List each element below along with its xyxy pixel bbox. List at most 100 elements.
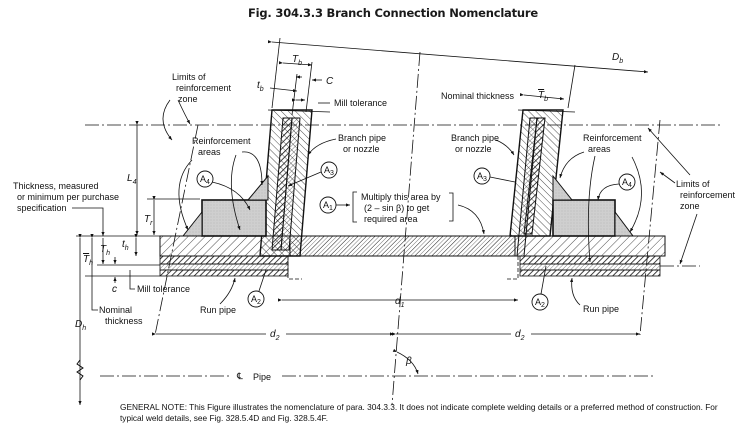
label-branch-left: Branch pipe or nozzle [338,133,389,154]
bracket-right [449,192,454,222]
symbol-d1: d1 [395,296,405,309]
leader-reinf-left-3 [241,151,264,186]
marker-a3-right: A3 [473,167,491,185]
marker-a2-right: A2 [531,293,549,311]
symbol-tb-lower: tb [257,80,264,93]
symbol-dh: Dh [75,319,86,332]
label-reinforcement-left: Reinforcement areas [192,136,253,157]
leader-thickness-measured [72,207,105,236]
branch-inner-right [516,117,538,257]
marker-a2-left: A2 [247,290,265,308]
weld-a4-right-inner [552,174,574,201]
label-branch-right: Branch pipe or nozzle [451,133,502,154]
mill-tolerance-bottom-leader [129,270,135,290]
leader-a2-right [540,265,547,295]
label-limits-left: Limits of reinforcement zone [172,72,234,104]
svg-text:A1: A1 [323,200,333,212]
symbol-db: Db [612,52,623,65]
symbol-c-lower: c [112,284,117,295]
beta-angle-arc [392,348,419,375]
symbol-tr: Tr [144,214,153,227]
tb-bar-dimension [519,93,565,101]
label-thickness-measured: Thickness, measured or minimum per purch… [13,181,122,213]
reinforcement-pad-left [201,199,267,237]
db-dimension-line [267,40,649,74]
db-ext-right [567,64,576,109]
leader-reinf-right-2 [587,155,596,263]
d2-right-label-bg [511,326,531,340]
dh-break-icon [76,359,84,381]
branch-centerline [391,51,421,406]
label-nominal-thickness-bottom: Nominal thickness [99,305,143,326]
bracket-left [352,191,357,223]
leader-reinf-right-1 [559,151,585,179]
label-run-pipe-right: Run pipe [583,304,619,314]
marker-a1: A1 [319,196,337,214]
run-pipe-layer-left-1 [159,255,289,265]
branch-top-left [267,109,331,113]
symbol-d2-left: d2 [270,329,280,342]
figure-title: Fig. 304.3.3 Branch Connection Nomenclat… [248,6,538,20]
leader-limits-right-3 [679,213,698,265]
leader-multiply [457,204,485,235]
run-pipe-layer-right-2 [519,263,661,271]
reinforcement-limit-right [639,119,661,336]
marker-a3-left: A3 [320,161,338,179]
db-ext-left [271,37,281,109]
run-pipe-layer-left-3 [159,269,289,277]
leader-reinf-left-1 [178,159,193,231]
symbol-tb-bar: Tb [538,90,548,103]
leader-limits-right-1 [647,127,691,176]
area-a1-region [289,235,516,257]
d2-left-label-bg [266,326,286,340]
label-limits-right: Limits of reinforcement zone [676,179,738,211]
tb-upper-dimension [278,61,313,67]
leader-branch-left [307,138,337,156]
symbol-beta: β [405,356,412,367]
label-reinforcement-right: Reinforcement areas [583,133,644,154]
reinforcement-pad-right [552,199,616,237]
leader-a2-left [258,269,267,292]
branch-a3-right [523,117,546,235]
c-ext-line [291,73,298,116]
label-pipe-centerline: Pipe [253,372,271,382]
marker-a4-right: A4 [618,173,636,191]
svg-text:A4: A4 [200,174,210,186]
label-run-pipe-left: Run pipe [200,305,236,315]
tb-lower-dimension [269,87,298,93]
leader-run-pipe-right [569,277,581,306]
reinforcement-limit-left [154,124,199,336]
label-mill-tolerance-bottom: Mill tolerance [137,284,190,294]
leader-a3-right [489,176,516,183]
symbol-th-bar: Th [83,254,93,267]
leader-limits-right-2 [659,171,676,184]
branch-inner-dash-right [506,256,519,280]
symbol-tb-upper: Tb [292,54,302,67]
leader-reinf-right-3 [629,156,642,233]
tb-ext-line [305,61,313,113]
centerline-symbol: ℄ [236,371,243,381]
general-note: GENERAL NOTE: This Figure illustrates th… [120,402,718,423]
symbol-d2-right: d2 [515,329,525,342]
label-mill-tolerance-top: Mill tolerance [334,98,387,108]
weld-a4-left-inner [246,174,269,201]
leader-reinf-left-2 [230,154,241,231]
svg-text:A3: A3 [324,165,334,177]
svg-text:A2: A2 [535,297,545,309]
branch-inner-dash-left [287,256,302,280]
run-pipe-layer-left-2 [159,263,289,271]
branch-top-right [517,109,576,113]
leader-limits-left-2 [177,99,191,125]
marker-a4-left: A4 [196,170,214,188]
svg-text:A3: A3 [477,171,487,183]
run-pipe-layer-right-3 [519,269,661,277]
symbol-c-upper: C [326,76,334,87]
leader-a3-left [287,171,322,187]
svg-text:A2: A2 [251,294,261,306]
leader-run-pipe-left [219,277,236,305]
svg-text:A4: A4 [622,177,632,189]
label-multiply: Multiply this area by (2 – sin β) to get… [361,192,443,224]
leader-a4-left [211,181,251,211]
symbol-th-small: th [122,239,129,252]
